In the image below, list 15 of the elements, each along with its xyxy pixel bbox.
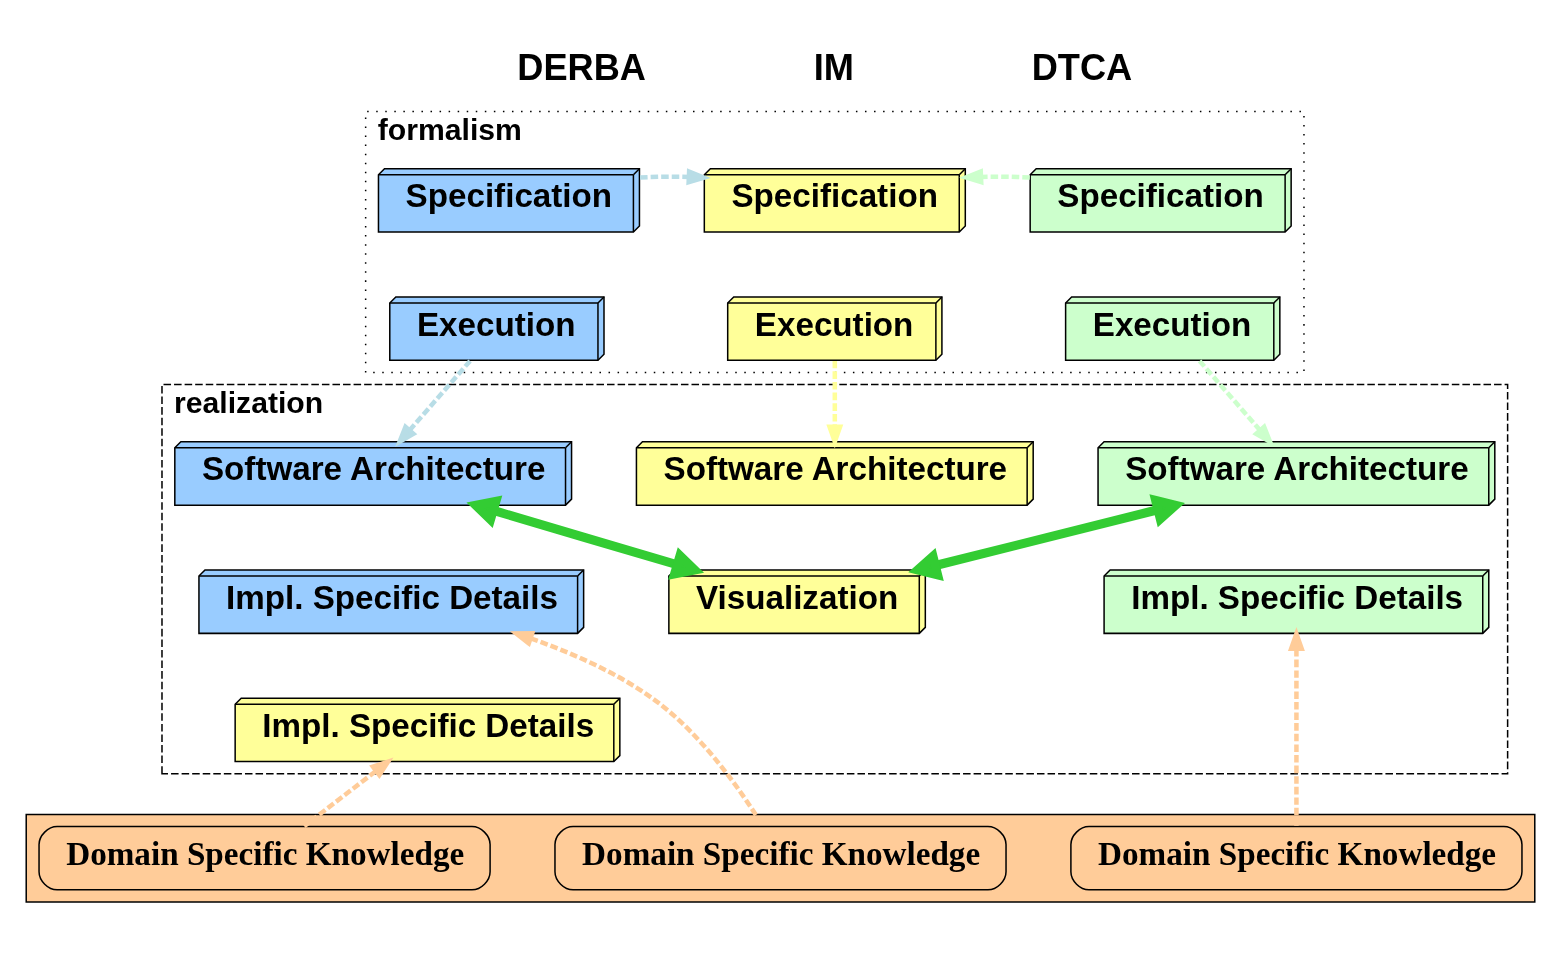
label: IM bbox=[813, 46, 854, 88]
label: DTCA bbox=[1031, 46, 1133, 88]
cluster bbox=[25, 813, 1536, 903]
arrow bbox=[826, 360, 844, 449]
node-box: Domain Specific Knowledge bbox=[1070, 825, 1523, 891]
arrow bbox=[908, 493, 1185, 581]
node-box: Domain Specific Knowledge bbox=[38, 825, 491, 891]
arrow bbox=[959, 167, 1030, 185]
node-box: Domain Specific Knowledge bbox=[554, 825, 1007, 891]
arrow bbox=[466, 494, 705, 580]
arrow bbox=[395, 358, 472, 447]
arrow bbox=[302, 757, 394, 828]
arrow bbox=[1287, 626, 1305, 826]
label: DERBA bbox=[517, 46, 646, 88]
arrow bbox=[639, 167, 711, 185]
